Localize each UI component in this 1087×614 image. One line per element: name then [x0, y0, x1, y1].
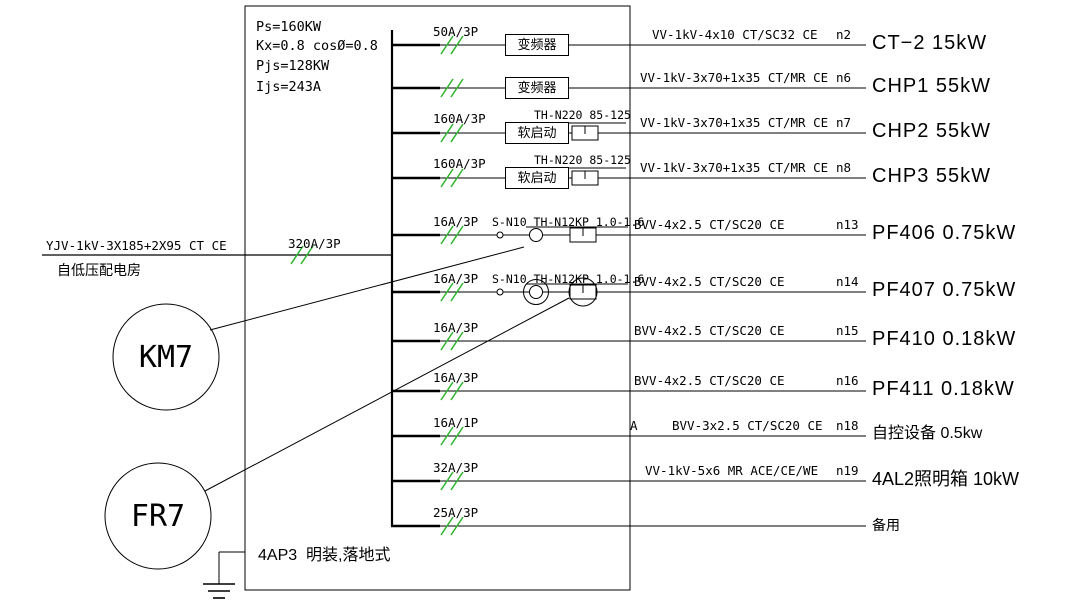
- breaker-switch-strokes: [290, 35, 464, 536]
- meter-label: A: [630, 418, 638, 433]
- device-box-vfd: 变频器: [505, 77, 569, 99]
- circuit-number-label: n7: [836, 115, 852, 130]
- breaker-rating-label: 16A/3P: [433, 320, 479, 335]
- breaker-rating-label: 50A/3P: [433, 24, 479, 39]
- breaker-rating-label: 160A/3P: [433, 156, 486, 171]
- panel-outline-box: [244, 5, 631, 591]
- panel-info-pjs: Pjs=128KW: [256, 58, 330, 74]
- breaker-rating-label: 160A/3P: [433, 111, 486, 126]
- fr7-callout-circle: [568, 277, 598, 307]
- cable-spec-label: BVV-4x2.5 CT/SC20 CE: [634, 323, 785, 338]
- fr7-label: FR7: [130, 499, 186, 534]
- load-label: CT−2 15kW: [872, 32, 988, 54]
- cable-spec-label: BVV-4x2.5 CT/SC20 CE: [634, 217, 785, 232]
- load-label: 备用: [872, 517, 900, 533]
- starter-model-label: S-N10 TH-N12KP 1.0-1.6: [492, 272, 645, 286]
- load-label: CHP1 55kW: [872, 75, 992, 97]
- breaker-rating-label: 32A/3P: [433, 460, 479, 475]
- device-box-softstarter: 软启动: [505, 167, 569, 189]
- circuit-number-label: n8: [836, 160, 852, 175]
- circuit-number-label: n15: [836, 323, 859, 338]
- load-label: 自控设备 0.5kw: [872, 425, 983, 442]
- circuit-number-label: n14: [836, 274, 859, 289]
- km7-label: KM7: [138, 340, 194, 375]
- load-label: PF406 0.75kW: [872, 222, 1017, 244]
- circuit-number-label: n2: [836, 27, 852, 42]
- ground-symbol: [203, 551, 245, 599]
- panel-info-kx: Kx=0.8 cosØ=0.8: [256, 38, 378, 54]
- cable-spec-label: VV-1kV-4x10 CT/SC32 CE: [652, 27, 818, 42]
- km7-leader-line: [209, 246, 525, 331]
- breaker-rating-label: 16A/1P: [433, 415, 479, 430]
- load-label: CHP3 55kW: [872, 165, 992, 187]
- incoming-source-label: 自低压配电房: [57, 262, 141, 278]
- device-box-vfd: 变频器: [505, 34, 569, 56]
- breaker-rating-label: 16A/3P: [433, 271, 479, 286]
- device-box-softstarter: 软启动: [505, 122, 569, 144]
- cable-spec-label: VV-1kV-3x70+1x35 CT/MR CE: [640, 115, 829, 130]
- circuit-number-label: n13: [836, 217, 859, 232]
- breaker-rating-label: 25A/3P: [433, 505, 479, 520]
- cable-spec-label: BVV-4x2.5 CT/SC20 CE: [634, 274, 785, 289]
- cable-spec-label: VV-1kV-3x70+1x35 CT/MR CE: [640, 160, 829, 175]
- load-label: PF411 0.18kW: [872, 378, 1015, 400]
- km7-callout-circle: [523, 279, 549, 305]
- circuit-number-label: n16: [836, 373, 859, 388]
- km7-bubble-circle: [112, 303, 220, 411]
- panel-info-ijs: Ijs=243A: [256, 79, 322, 95]
- breaker-rating-label: 16A/3P: [433, 370, 479, 385]
- load-label: 4AL2照明箱 10kW: [872, 469, 1020, 489]
- load-label: CHP2 55kW: [872, 120, 992, 142]
- panel-info-ps: Ps=160KW: [256, 19, 322, 35]
- starter-model-label: S-N10 TH-N12KP 1.0-1.6: [492, 215, 645, 229]
- incoming-breaker-label: 320A/3P: [288, 236, 341, 251]
- cable-spec-label: VV-1kV-3x70+1x35 CT/MR CE: [640, 70, 829, 85]
- cable-spec-label: BVV-4x2.5 CT/SC20 CE: [634, 373, 785, 388]
- contactor-thermal-symbols-row5: [496, 226, 628, 243]
- fr7-bubble-circle: [104, 462, 212, 570]
- fr7-leader-line: [204, 297, 570, 492]
- panel-name-label: 4AP3 明装,落地式: [258, 547, 391, 564]
- load-label: PF407 0.75kW: [872, 279, 1017, 301]
- cable-spec-label: BVV-3x2.5 CT/SC20 CE: [672, 418, 823, 433]
- thermal-relay-model-label: TH-N220 85-125: [534, 108, 631, 122]
- contactor-thermal-symbols-row6: [496, 277, 628, 307]
- circuit-number-label: n18: [836, 418, 859, 433]
- load-label: PF410 0.18kW: [872, 328, 1017, 350]
- circuit-number-label: n19: [836, 463, 859, 478]
- circuit-number-label: n6: [836, 70, 852, 85]
- breaker-rating-label: 16A/3P: [433, 214, 479, 229]
- incoming-cable-label: YJV-1kV-3X185+2X95 CT CE: [46, 238, 227, 253]
- cable-spec-label: VV-1kV-5x6 MR ACE/CE/WE: [645, 463, 819, 478]
- thermal-relay-model-label: TH-N220 85-125: [534, 153, 631, 167]
